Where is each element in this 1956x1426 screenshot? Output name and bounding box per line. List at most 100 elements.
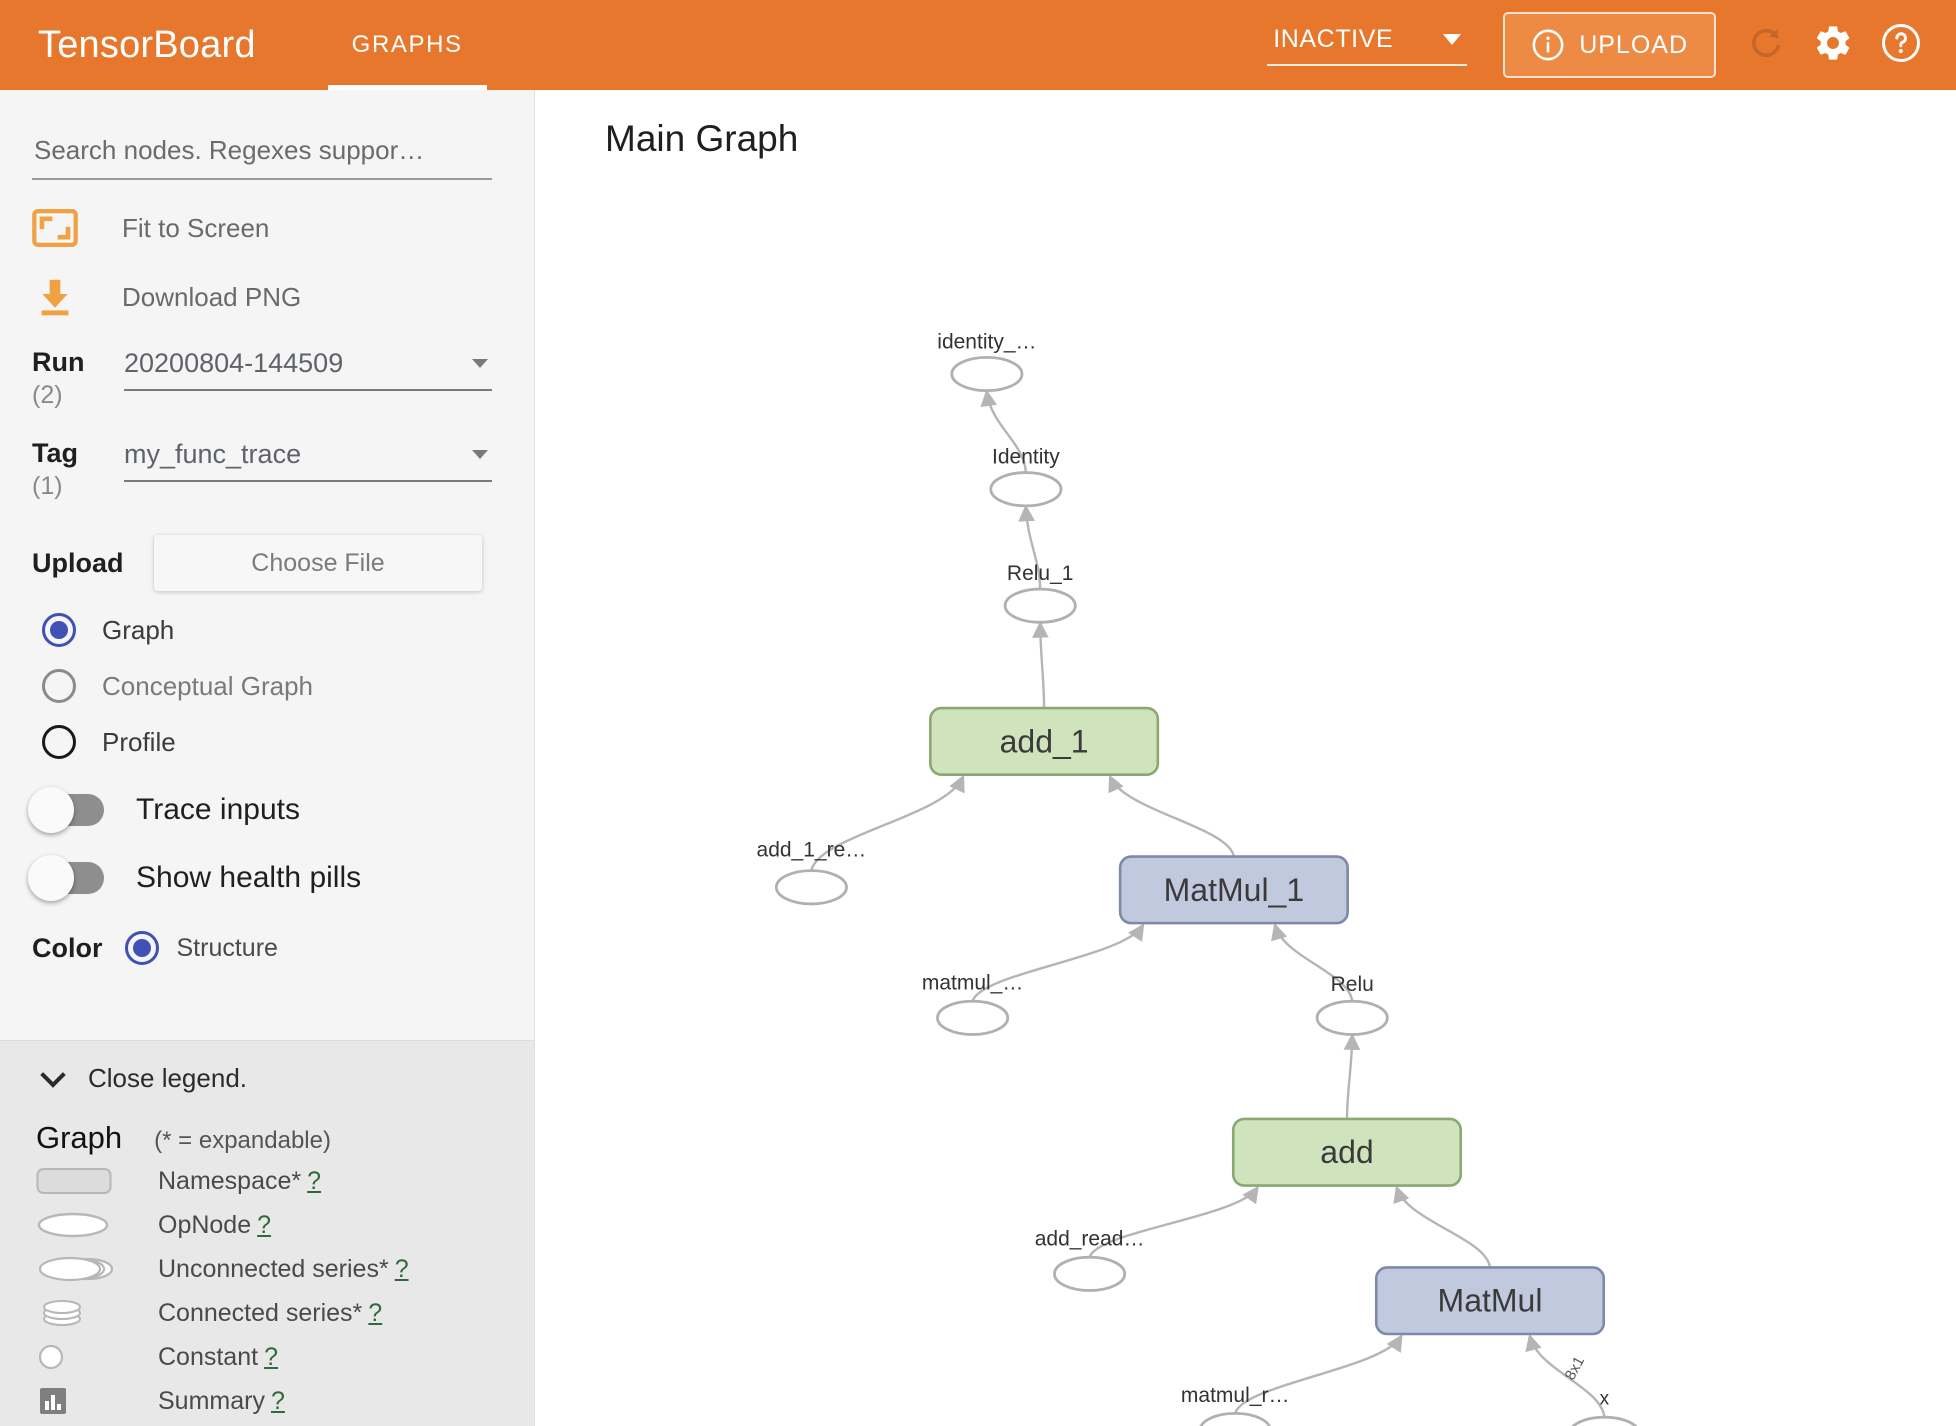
tab-graphs[interactable]: GRAPHS — [327, 0, 487, 90]
graph-node-add[interactable]: add — [1231, 1117, 1463, 1187]
help-link[interactable]: ? — [394, 1254, 409, 1283]
help-link[interactable]: ? — [307, 1166, 322, 1195]
radio-option-graph[interactable]: Graph — [42, 613, 534, 648]
node-shape — [1053, 1255, 1127, 1292]
app-header: TensorBoard GRAPHS INACTIVE UPLOAD — [0, 0, 1956, 90]
node-shape — [1199, 1411, 1271, 1426]
choose-file-label: Choose File — [251, 548, 385, 577]
graph-edge — [1108, 774, 1236, 857]
unconnected-series-icon — [36, 1254, 146, 1284]
graph-node-identity_out[interactable]: identity_… — [937, 330, 1037, 393]
radio-profile-icon — [42, 725, 76, 760]
legend-opnode-label: OpNode — [158, 1210, 252, 1239]
graph-edge — [1271, 922, 1354, 1002]
refresh-icon[interactable] — [1746, 23, 1786, 68]
tab-bar: GRAPHS — [327, 0, 487, 90]
run-select[interactable]: 20200804-144509 — [124, 348, 492, 391]
node-shape — [1571, 1415, 1638, 1426]
node-shape — [989, 471, 1063, 508]
radio-structure-icon[interactable] — [124, 931, 159, 966]
node-shape — [1118, 855, 1349, 925]
help-link[interactable]: ? — [264, 1342, 278, 1371]
chevron-down-icon — [40, 1062, 66, 1088]
fit-to-screen-button[interactable]: Fit to Screen — [32, 208, 534, 248]
graph-node-matmul_read[interactable]: matmul_… — [922, 972, 1024, 1036]
node-label: x — [1600, 1388, 1610, 1409]
graph-node-Relu_1[interactable]: Relu_1 — [1003, 562, 1077, 624]
search-input[interactable] — [32, 134, 492, 180]
upload-field: Upload Choose File — [32, 535, 534, 592]
node-label: matmul_r… — [1181, 1384, 1290, 1407]
node-label: add_read… — [1035, 1228, 1145, 1251]
node-label: Relu_1 — [1007, 562, 1074, 585]
edge-label: 8x1 — [1562, 1354, 1588, 1383]
upload-button[interactable]: UPLOAD — [1503, 12, 1716, 78]
radio-option-conceptual-graph[interactable]: Conceptual Graph — [42, 669, 534, 704]
graph-edge — [1343, 1033, 1361, 1119]
node-shape — [774, 869, 848, 906]
gear-icon[interactable] — [1812, 22, 1854, 69]
graph-node-Relu[interactable]: Relu — [1315, 973, 1389, 1036]
node-label: add — [1320, 1134, 1373, 1170]
graph-node-Identity[interactable]: Identity — [989, 446, 1063, 508]
help-link[interactable]: ? — [368, 1298, 383, 1327]
legend-constant-label: Constant — [158, 1342, 259, 1371]
tag-select[interactable]: my_func_trace — [124, 439, 492, 482]
legend-item-label: Namespace*? — [158, 1167, 321, 1196]
run-count: (2) — [32, 381, 63, 410]
node-label: Relu — [1331, 973, 1374, 996]
run-field: Run (2) 20200804-144509 — [32, 348, 534, 409]
toggle-show-health-pills[interactable]: Show health pills — [28, 855, 534, 902]
legend-item-namespace: Namespace*? — [36, 1162, 534, 1200]
graph-node-matmul_r[interactable]: matmul_r… — [1181, 1384, 1290, 1426]
graph-node-MatMul[interactable]: MatMul — [1374, 1266, 1606, 1336]
toggle-trace-inputs[interactable]: Trace inputs — [28, 787, 534, 834]
legend-item-connected-series: Connected series*? — [36, 1294, 534, 1332]
run-status-select[interactable]: INACTIVE — [1267, 24, 1468, 66]
fit-to-screen-icon — [32, 208, 92, 248]
legend-item-label: Summary? — [158, 1387, 285, 1416]
graph-node-add_1_read[interactable]: add_1_re… — [757, 839, 867, 906]
summary-icon — [36, 1385, 146, 1417]
close-legend-button[interactable]: Close legend. — [40, 1062, 534, 1094]
download-icon — [32, 276, 92, 318]
legend-note: (* = expandable) — [154, 1127, 331, 1154]
tag-label-text: Tag — [32, 437, 78, 468]
connected-series-icon — [36, 1297, 146, 1329]
graph-node-MatMul_1[interactable]: MatMul_1 — [1118, 855, 1349, 925]
node-label: add_1_re… — [757, 839, 867, 862]
graph-node-add_1[interactable]: add_1 — [929, 706, 1160, 776]
app-brand: TensorBoard — [38, 23, 256, 66]
node-label: MatMul — [1438, 1283, 1543, 1319]
radio-conceptual-graph-icon — [42, 669, 76, 704]
graph-edge — [1031, 620, 1049, 709]
legend-panel: Close legend. Graph (* = expandable) Nam… — [0, 1040, 534, 1426]
graph-node-x[interactable]: x — [1569, 1388, 1639, 1426]
help-circle-icon[interactable] — [1880, 22, 1922, 69]
graph-edge — [1018, 504, 1042, 590]
radio-graph-label: Graph — [102, 614, 175, 645]
page-title: Main Graph — [605, 118, 799, 159]
tag-field: Tag (1) my_func_trace — [32, 437, 534, 499]
legend-item-unconnected-series: Unconnected series*? — [36, 1250, 534, 1288]
graph-edge — [810, 774, 965, 872]
node-shape — [1003, 587, 1077, 624]
radio-option-profile[interactable]: Profile — [42, 725, 534, 760]
legend-item-label: OpNode? — [158, 1211, 271, 1240]
graph-node-add_read[interactable]: add_read… — [1035, 1228, 1145, 1292]
color-field: Color Structure — [32, 931, 534, 966]
run-status-value: INACTIVE — [1273, 24, 1394, 53]
choose-file-button[interactable]: Choose File — [154, 535, 482, 592]
chevron-down-icon — [472, 449, 488, 459]
help-link[interactable]: ? — [270, 1386, 285, 1415]
chevron-down-icon — [1443, 33, 1462, 45]
download-png-button[interactable]: Download PNG — [32, 276, 534, 318]
tab-graphs-label: GRAPHS — [351, 31, 463, 58]
help-link[interactable]: ? — [257, 1210, 272, 1239]
tag-selected-value: my_func_trace — [124, 438, 302, 469]
node-shape — [1231, 1117, 1463, 1187]
legend-unconnected-series-label: Unconnected series* — [158, 1254, 389, 1283]
